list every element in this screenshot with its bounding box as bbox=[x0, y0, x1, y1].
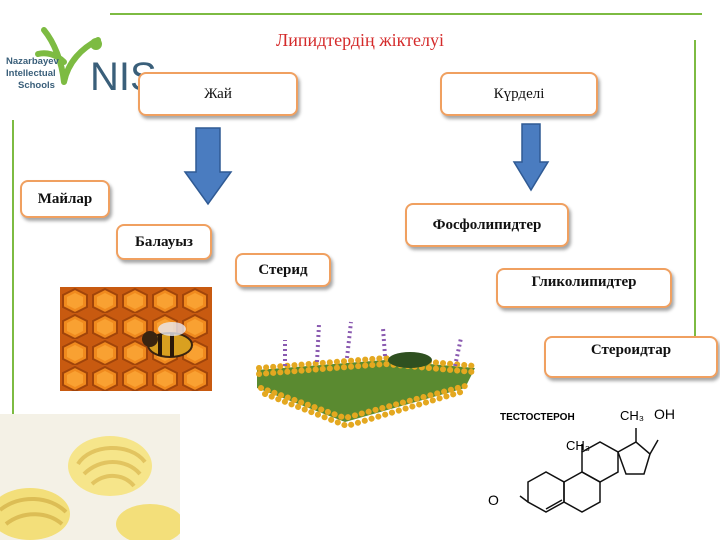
category-simple-box: Жай bbox=[138, 72, 298, 116]
arrow-down-simple-icon bbox=[183, 127, 233, 206]
item-box-steroids: Стероидтар bbox=[544, 336, 718, 378]
bee-icon bbox=[142, 322, 193, 358]
steroid-oh: OH bbox=[654, 406, 675, 422]
butter-image bbox=[0, 414, 180, 540]
arrow-down-complex-icon bbox=[512, 123, 550, 192]
testosterone-structure: ТЕСТОСТЕРОН CH₃ OH CH₃ O bbox=[486, 404, 692, 518]
item-box-fats: Майлар bbox=[20, 180, 110, 218]
frame-top-line bbox=[110, 13, 702, 15]
item-box-sterid: Стерид bbox=[235, 253, 331, 287]
item-box-phospholipids: Фосфолипидтер bbox=[405, 203, 569, 247]
category-simple-label: Жай bbox=[204, 85, 232, 102]
item-label-phospholipids: Фосфолипидтер bbox=[432, 216, 542, 233]
category-complex-box: Күрделі bbox=[440, 72, 598, 116]
membrane-image bbox=[256, 321, 478, 430]
logo-line-1: Nazarbayev bbox=[6, 56, 59, 67]
item-label-sterid: Стерид bbox=[258, 261, 308, 278]
honeycomb-image bbox=[60, 287, 212, 391]
item-label-wax: Балауыз bbox=[135, 233, 193, 250]
logo-line-2: Intellectual bbox=[6, 68, 56, 79]
item-box-wax: Балауыз bbox=[116, 224, 212, 260]
steroid-rings-icon bbox=[519, 428, 659, 513]
logo-line-3: Schools bbox=[18, 80, 55, 91]
item-label-glycolipids: Гликолипидтер bbox=[531, 274, 637, 290]
category-complex-label: Күрделі bbox=[493, 85, 545, 102]
steroid-o: O bbox=[488, 492, 499, 508]
steroid-name: ТЕСТОСТЕРОН bbox=[500, 412, 575, 423]
page-title: Липидтердің жіктелуі bbox=[276, 30, 444, 50]
item-label-steroids: Стероидтар bbox=[590, 342, 672, 358]
item-label-fats: Майлар bbox=[37, 190, 93, 207]
frame-right-line bbox=[694, 40, 696, 340]
frame-left-line bbox=[12, 120, 14, 450]
nis-logo: NIS bbox=[6, 22, 166, 102]
item-box-glycolipids: Гликолипидтер bbox=[496, 268, 672, 308]
steroid-ch3-top: CH₃ bbox=[620, 408, 645, 423]
nis-logo-icon: NIS bbox=[35, 27, 157, 99]
steroid-ch3-mid: CH₃ bbox=[566, 438, 591, 453]
